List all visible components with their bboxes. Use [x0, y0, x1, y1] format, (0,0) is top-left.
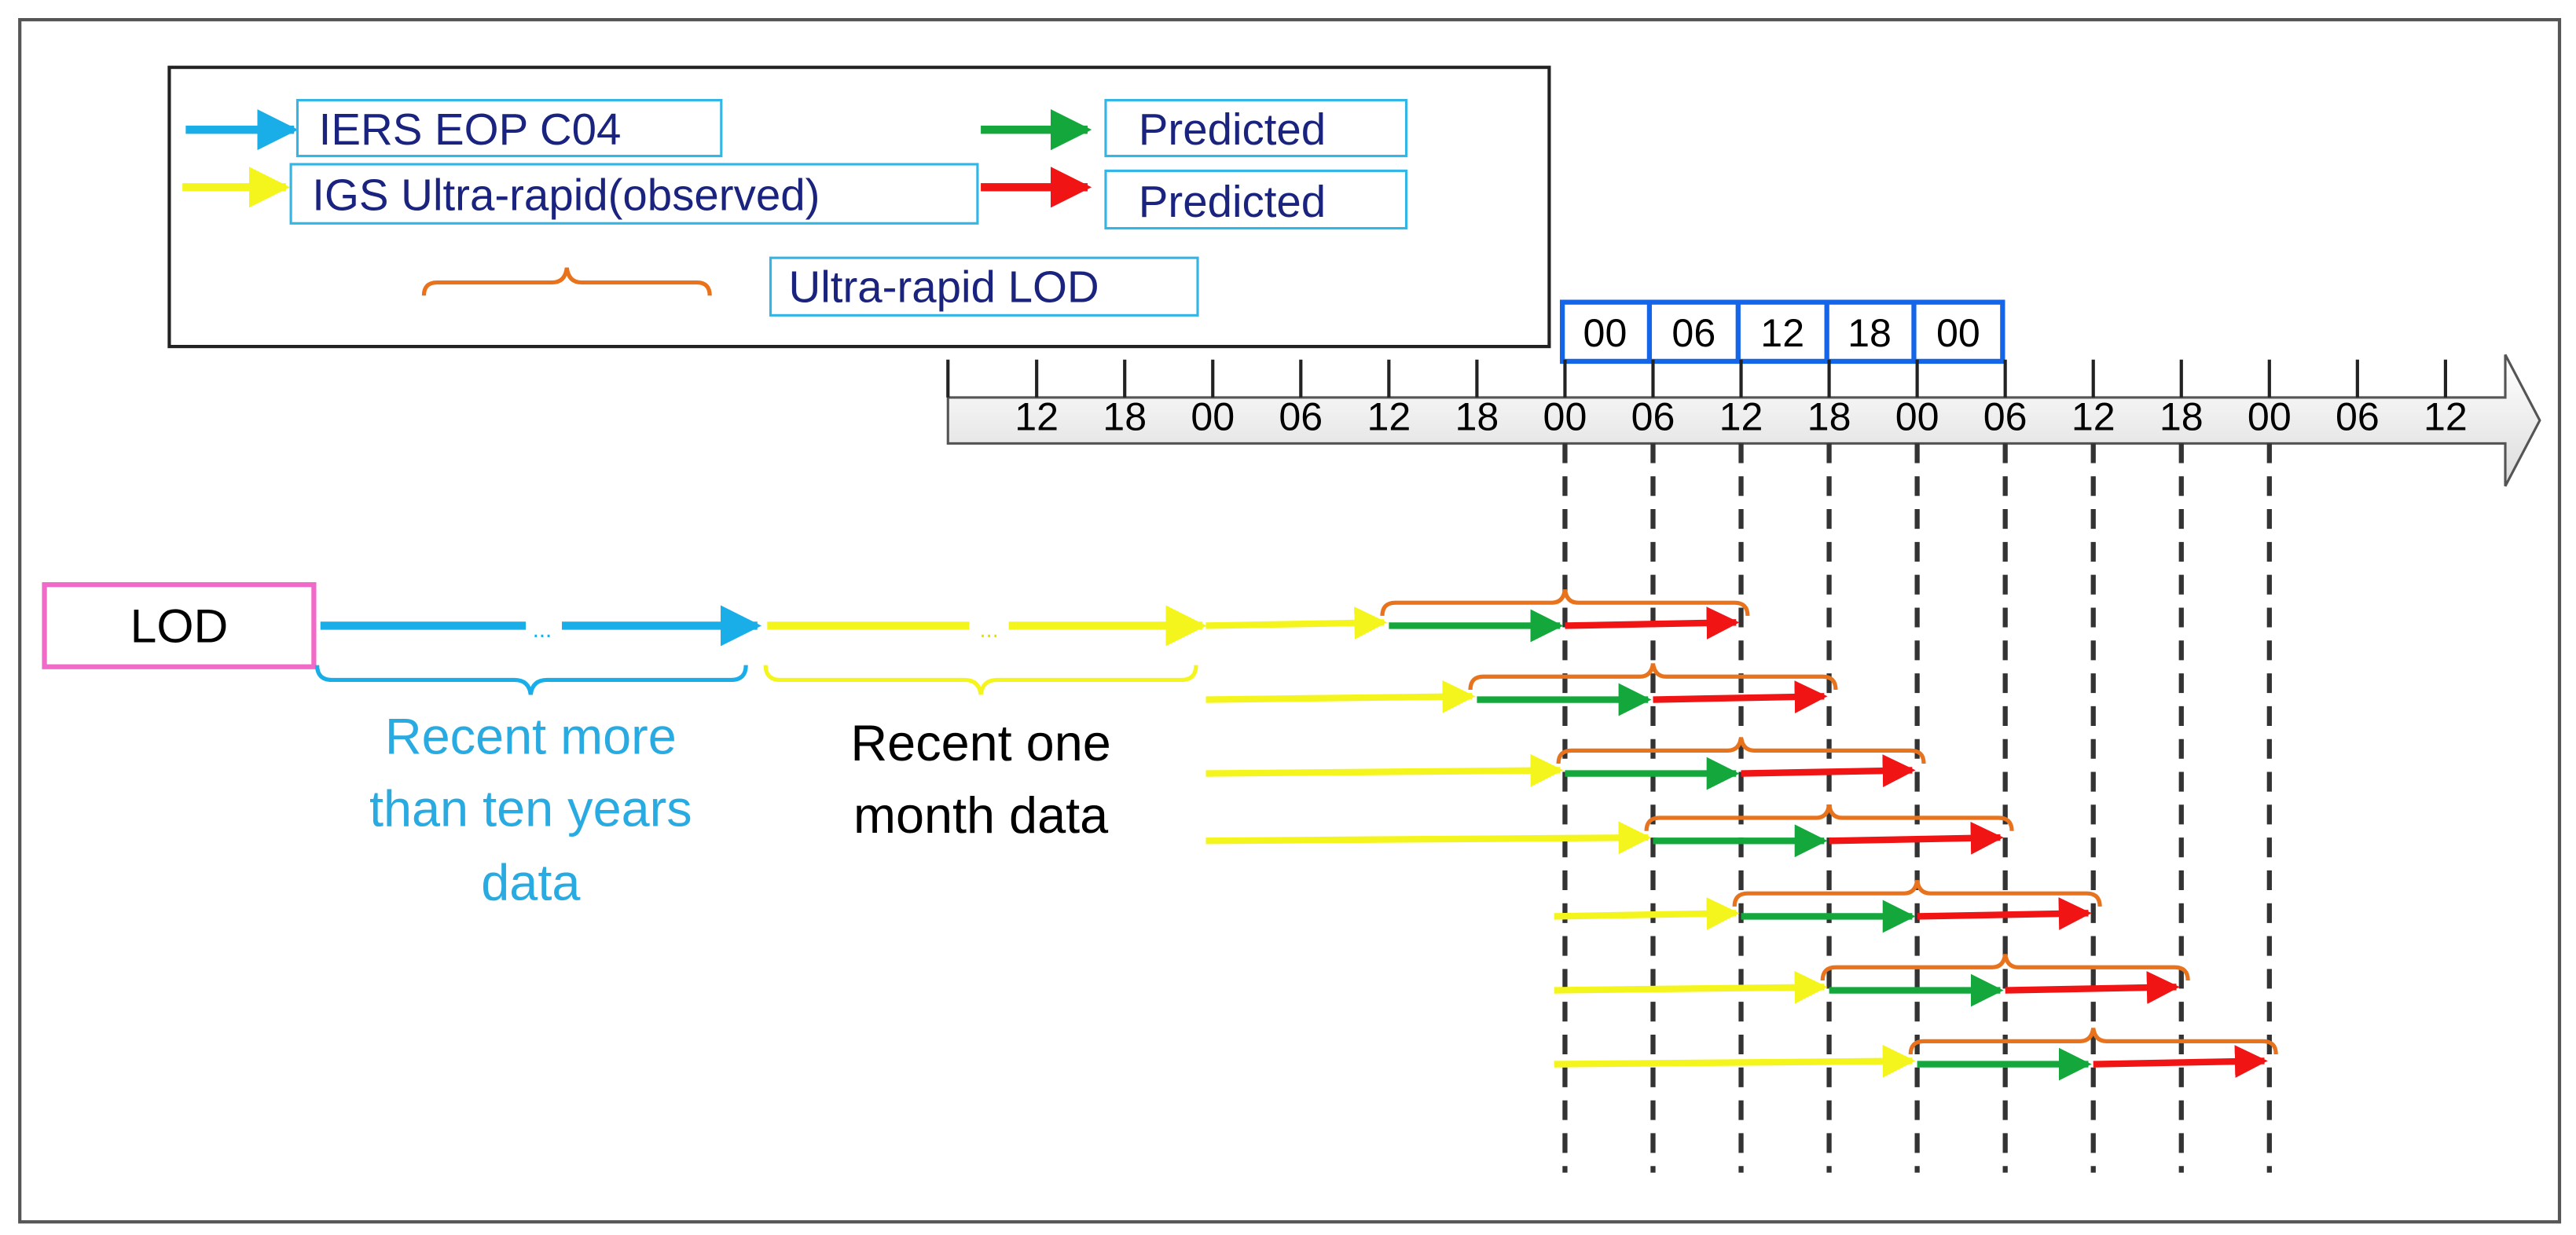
legend: IERS EOP C04 IGS Ultra-rapid(observed) P… — [167, 65, 1551, 349]
axis-tick-label: 00 — [1895, 395, 1939, 439]
ultra-rapid-row — [1554, 1028, 2278, 1081]
predicted-red-arrow — [1829, 821, 2004, 855]
highlight-hour: 06 — [1671, 311, 1715, 355]
axis-tick-label: 12 — [1719, 395, 1763, 439]
observed-arrow — [1205, 680, 1476, 713]
axis-tick-label: 00 — [2248, 395, 2292, 439]
axis-tick-label: 18 — [1455, 395, 1499, 439]
ultra-rapid-brace — [1556, 737, 1926, 764]
axis-tick-label: 12 — [1015, 395, 1059, 439]
iers-ellipsis: ... — [533, 618, 552, 643]
highlight-hour: 00 — [1936, 311, 1980, 355]
ultra-rapid-rows — [1205, 589, 2278, 1081]
legend-label: Ultra-rapid LOD — [789, 262, 1099, 312]
time-axis: 12 18 00 06 12 18 00 06 12 18 00 06 12 18 00 06 12 — [946, 354, 2541, 487]
long-term-label-line: than ten years — [369, 779, 692, 837]
predicted-red-arrow — [1917, 897, 2092, 930]
axis-tick-label: 06 — [1279, 395, 1323, 439]
predicted-red-arrow — [1741, 754, 1916, 788]
predicted-red-arrow — [1565, 607, 1740, 639]
ultra-rapid-brace — [1732, 880, 2102, 907]
ultra-rapid-row — [1205, 663, 1838, 716]
predicted-red-arrow — [2005, 971, 2180, 1004]
one-month-label-line: month data — [853, 786, 1109, 844]
lod-frame — [42, 582, 317, 669]
legend-item-igs: IGS Ultra-rapid(observed) — [182, 163, 979, 225]
ultra-rapid-row — [1205, 589, 1750, 643]
legend-label-box — [289, 163, 979, 225]
predicted-red-arrow — [1653, 680, 1828, 713]
axis-tick-label: 12 — [1367, 395, 1411, 439]
legend-label-box — [769, 256, 1199, 317]
long-term-brace — [314, 665, 748, 695]
observed-arrow — [1205, 821, 1652, 855]
axis-tick-label: 00 — [1543, 395, 1587, 439]
ultra-rapid-brace — [1908, 1028, 2278, 1055]
axis-tick-label: 06 — [2336, 395, 2380, 439]
lod-box: LOD — [42, 582, 317, 669]
ultra-rapid-brace — [1644, 804, 2014, 831]
axis-tick-label: 18 — [2160, 395, 2204, 439]
axis-tick-label: 00 — [1191, 395, 1235, 439]
axis-tick-label: 12 — [2071, 395, 2115, 439]
ultra-rapid-row — [1205, 804, 2014, 858]
ultra-rapid-brace — [1468, 663, 1838, 691]
observed-arrow — [1205, 607, 1388, 639]
axis-tick-label: 06 — [1631, 395, 1675, 439]
legend-item-predicted-green: Predicted — [981, 98, 1408, 158]
legend-item-ultra-rapid-lod: Ultra-rapid LOD — [421, 256, 1199, 317]
ultra-rapid-brace — [1380, 589, 1750, 617]
axis-tick-label: 12 — [2424, 395, 2468, 439]
axis-tick-label: 18 — [1103, 395, 1147, 439]
axis-ticks: 12 18 00 06 12 18 00 06 12 18 00 06 12 18 00 06 12 — [1015, 359, 2468, 439]
long-term-label-line: data — [481, 854, 581, 911]
legend-label: IERS EOP C04 — [319, 104, 622, 154]
epoch-guides — [1562, 443, 2272, 1173]
legend-label-box — [1104, 98, 1408, 158]
time-axis-arrow — [946, 354, 2541, 487]
one-month-label-line: Recent one — [850, 714, 1110, 771]
observed-arrow — [1205, 753, 1564, 787]
predicted-red-arrow — [2093, 1045, 2268, 1079]
legend-label-box — [1104, 169, 1408, 230]
lod-label: LOD — [130, 599, 229, 652]
observed-arrow — [1554, 970, 1828, 1004]
long-term-label-line: Recent more — [385, 708, 677, 765]
ultra-rapid-row — [1554, 880, 2102, 933]
legend-label-box — [295, 98, 723, 158]
legend-label: Predicted — [1139, 104, 1326, 154]
legend-label: IGS Ultra-rapid(observed) — [312, 170, 820, 220]
legend-label: Predicted — [1139, 177, 1326, 226]
highlight-hour: 18 — [1848, 311, 1892, 355]
axis-tick-label: 18 — [1807, 395, 1851, 439]
observed-arrow — [1554, 897, 1740, 930]
legend-item-predicted-red: Predicted — [981, 167, 1408, 230]
highlight-hour: 12 — [1760, 311, 1804, 355]
ultra-rapid-row — [1554, 954, 2190, 1007]
highlight-hour: 00 — [1583, 311, 1627, 355]
long-term-series: ... ... Recent more than ten years data … — [314, 605, 1207, 911]
highlight-box — [1559, 299, 2005, 365]
brace-icon — [421, 267, 712, 296]
ultra-rapid-row — [1205, 737, 1926, 790]
one-month-brace — [763, 665, 1198, 695]
axis-tick-label: 06 — [1983, 395, 2027, 439]
legend-item-iers: IERS EOP C04 — [185, 98, 723, 158]
ultra-rapid-brace — [1820, 954, 2190, 981]
igs-ellipsis: ... — [979, 618, 998, 643]
current-day-highlight: 00 06 12 18 00 — [1559, 299, 2005, 365]
observed-arrow — [1554, 1044, 1916, 1078]
